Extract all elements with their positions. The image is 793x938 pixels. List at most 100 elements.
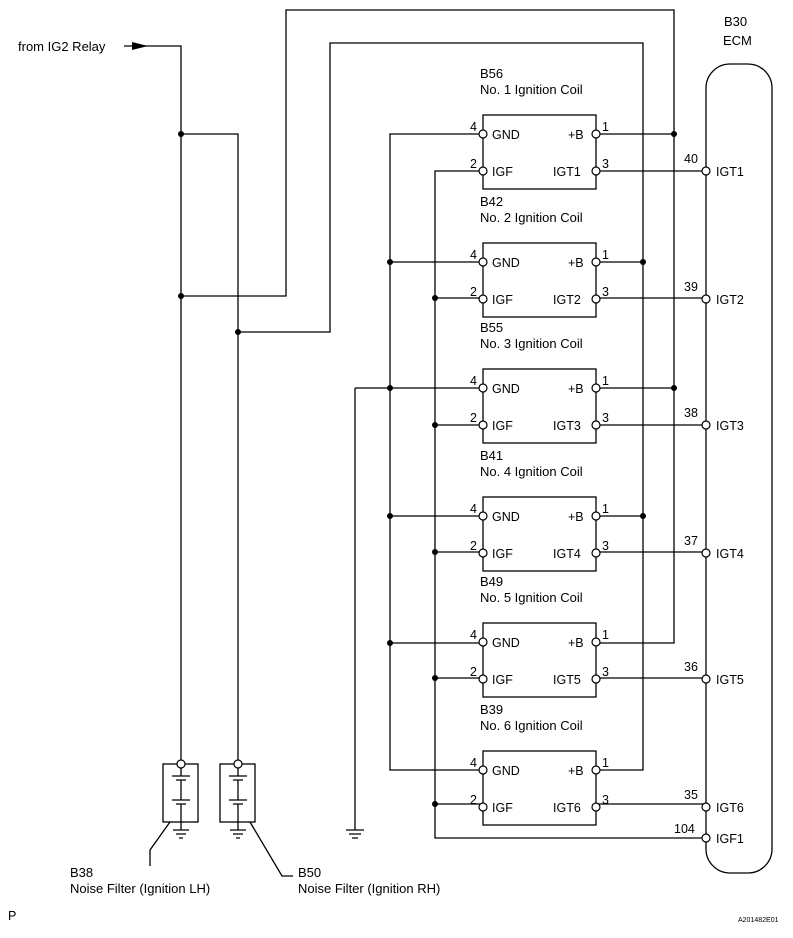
- coil-box: [482, 368, 597, 444]
- coil-code: B49: [480, 574, 503, 589]
- coil-label-igf: IGF: [492, 673, 513, 687]
- coil-pin-num-igt: 3: [602, 157, 609, 171]
- ecm-terminal-label: IGT4: [716, 547, 744, 561]
- coil-name: No. 6 Ignition Coil: [480, 718, 583, 733]
- ecm-terminal-circle: [701, 802, 711, 812]
- relay-wire: [124, 45, 182, 764]
- coil-label-igt: IGT6: [553, 801, 581, 815]
- coil-label-igt: IGT5: [553, 673, 581, 687]
- ground-symbol-icon: [346, 829, 364, 839]
- coil-label-plusb: +B: [568, 510, 584, 524]
- coil-terminal: [478, 257, 488, 267]
- coil-terminal: [478, 166, 488, 176]
- coil-pin-num-igt: 3: [602, 793, 609, 807]
- coil-label-igt: IGT2: [553, 293, 581, 307]
- coil-terminal: [478, 637, 488, 647]
- branch-wire-upper: [181, 133, 239, 764]
- footer-right: A201482E01: [738, 917, 779, 924]
- coil-label-igt: IGT1: [553, 165, 581, 179]
- ecm-terminal-circle: [701, 674, 711, 684]
- coil-terminal: [591, 802, 601, 812]
- ecm-terminal-circle: [701, 420, 711, 430]
- ecm-terminal-circle: [701, 548, 711, 558]
- ecm-terminal-label: IGT3: [716, 419, 744, 433]
- igf-bus: [434, 170, 706, 839]
- ecm-pin-number: 35: [684, 788, 698, 802]
- coil-name: No. 3 Ignition Coil: [480, 336, 583, 351]
- coil-label-gnd: GND: [492, 382, 520, 396]
- bus-wire-outer: [181, 9, 675, 644]
- coil-label-gnd: GND: [492, 636, 520, 650]
- coil-terminal: [591, 548, 601, 558]
- ecm-terminal-label: IGT6: [716, 801, 744, 815]
- filter-lh-code: B38: [70, 865, 93, 880]
- coil-label-igf: IGF: [492, 547, 513, 561]
- coil-terminal: [591, 166, 601, 176]
- relay-label: from IG2 Relay: [18, 39, 106, 54]
- gnd-bus: [389, 133, 483, 771]
- coil-label-gnd: GND: [492, 510, 520, 524]
- coil-code: B41: [480, 448, 503, 463]
- coil-pin-num-igf: 2: [470, 665, 477, 679]
- filter-lh-leader: [149, 821, 171, 866]
- coil-pin-num-igf: 2: [470, 157, 477, 171]
- coil-terminal: [478, 420, 488, 430]
- coil-pin-num-plusb: 1: [602, 374, 609, 388]
- ecm-terminal-circle: [701, 166, 711, 176]
- junction-dots: [178, 131, 677, 807]
- coil-pin-num-plusb: 1: [602, 120, 609, 134]
- coil-box: [482, 114, 597, 190]
- filter-rh-leader: [249, 821, 293, 877]
- coil-name: No. 4 Ignition Coil: [480, 464, 583, 479]
- coil-terminal: [478, 383, 488, 393]
- coil-label-igf: IGF: [492, 293, 513, 307]
- coil-box: [482, 622, 597, 698]
- ecm-terminal-label: IGT2: [716, 293, 744, 307]
- coil-code: B56: [480, 66, 503, 81]
- footer-left: P: [8, 909, 16, 923]
- coil-pin-num-igf: 2: [470, 793, 477, 807]
- ecm-pin-igf: 104: [674, 822, 695, 836]
- coil-label-igf: IGF: [492, 419, 513, 433]
- coil-label-gnd: GND: [492, 128, 520, 142]
- coil-pin-num-igt: 3: [602, 411, 609, 425]
- noise-filter-lh: [162, 759, 199, 839]
- coil-pin-num-gnd: 4: [470, 502, 477, 516]
- coil-terminal: [478, 548, 488, 558]
- coil-pin-num-igt: 3: [602, 665, 609, 679]
- coil-pin-num-igf: 2: [470, 539, 477, 553]
- ecm-block: [705, 63, 773, 874]
- noise-filter-rh: [219, 759, 256, 839]
- coil-label-plusb: +B: [568, 382, 584, 396]
- coil-box: [482, 242, 597, 318]
- coil-pin-num-gnd: 4: [470, 248, 477, 262]
- coil-terminal: [478, 674, 488, 684]
- coil-terminal: [591, 637, 601, 647]
- ecm-pin-number: 39: [684, 280, 698, 294]
- coil-label-plusb: +B: [568, 128, 584, 142]
- coil-code: B55: [480, 320, 503, 335]
- ecm-pin-number: 40: [684, 152, 698, 166]
- ecm-pin-number: 37: [684, 534, 698, 548]
- coil-terminal: [478, 129, 488, 139]
- coil-label-igt: IGT4: [553, 547, 581, 561]
- filter-rh-name: Noise Filter (Ignition RH): [298, 881, 440, 896]
- ecm-name: ECM: [723, 33, 752, 48]
- ecm-terminal-label: IGT1: [716, 165, 744, 179]
- coil-terminal: [478, 511, 488, 521]
- coil-box: [482, 750, 597, 826]
- coil-terminal: [478, 294, 488, 304]
- filter-rh-code: B50: [298, 865, 321, 880]
- ecm-pin-number: 38: [684, 406, 698, 420]
- relay-arrow-icon: [132, 42, 148, 50]
- coil-terminal: [591, 257, 601, 267]
- coil-label-igf: IGF: [492, 165, 513, 179]
- ecm-terminal-circle: [701, 294, 711, 304]
- ecm-terminal-igf: IGF1: [716, 832, 744, 846]
